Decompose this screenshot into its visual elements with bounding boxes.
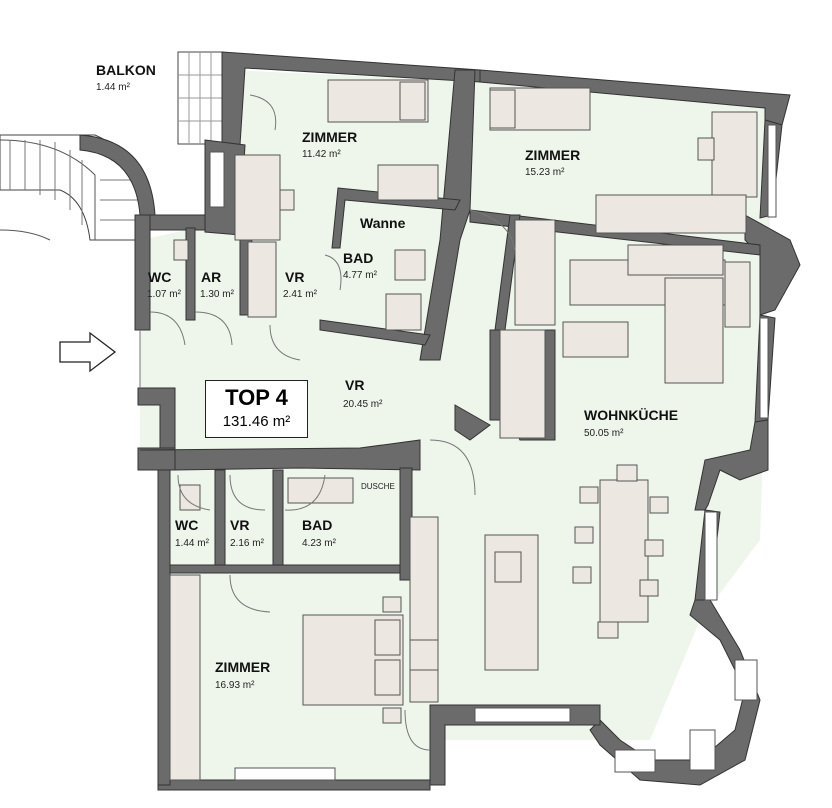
room-name-balkon: BALKON [96, 62, 156, 78]
room-area-bad1: 4.77 m² [343, 270, 378, 281]
room-area-wc1: 1.07 m² [147, 289, 182, 300]
room-area-ar: 1.30 m² [200, 289, 235, 300]
furniture [169, 79, 758, 781]
room-area-wc2: 1.44 m² [175, 538, 210, 549]
room-name-zimmer1: ZIMMER [302, 129, 357, 145]
room-area-vr-main: 20.45 m² [343, 399, 383, 410]
room-area-vr1: 2.41 m² [283, 289, 318, 300]
room-name-ar: AR [201, 269, 221, 285]
room-name-bad1: BAD [343, 250, 373, 266]
staircase [0, 134, 156, 241]
room-name-zimmer3: ZIMMER [215, 659, 270, 675]
entrance-arrow-icon [59, 331, 117, 373]
balcony [177, 51, 224, 145]
room-area-zimmer1: 11.42 m² [302, 149, 341, 160]
room-area-vr2: 2.16 m² [230, 538, 265, 549]
room-area-balkon: 1.44 m² [96, 82, 131, 93]
room-name-dusche: DUSCHE [361, 482, 395, 491]
windows [209, 124, 777, 781]
room-area-bad2: 4.23 m² [302, 538, 337, 549]
room-area-wohnkueche: 50.05 m² [584, 428, 624, 439]
room-name-wc2: WC [175, 517, 198, 533]
room-name-wc1: WC [148, 269, 171, 285]
room-area-zimmer3: 16.93 m² [215, 680, 255, 691]
room-name-wanne: Wanne [360, 215, 406, 231]
unit-label-box: TOP 4 131.46 m² [205, 380, 308, 438]
room-name-vr-main: VR [345, 377, 364, 393]
room-labels: BALKON 1.44 m² ZIMMER 11.42 m² ZIMMER 15… [96, 62, 678, 691]
room-name-vr1: VR [285, 269, 304, 285]
room-name-vr2: VR [230, 517, 249, 533]
room-area-zimmer2: 15.23 m² [525, 167, 565, 178]
unit-title: TOP 4 [225, 385, 288, 410]
unit-area: 131.46 m² [222, 413, 291, 430]
door-swings [139, 94, 516, 751]
room-name-bad2: BAD [302, 517, 332, 533]
room-name-zimmer2: ZIMMER [525, 147, 580, 163]
room-name-wohnkueche: WOHNKÜCHE [584, 407, 678, 423]
